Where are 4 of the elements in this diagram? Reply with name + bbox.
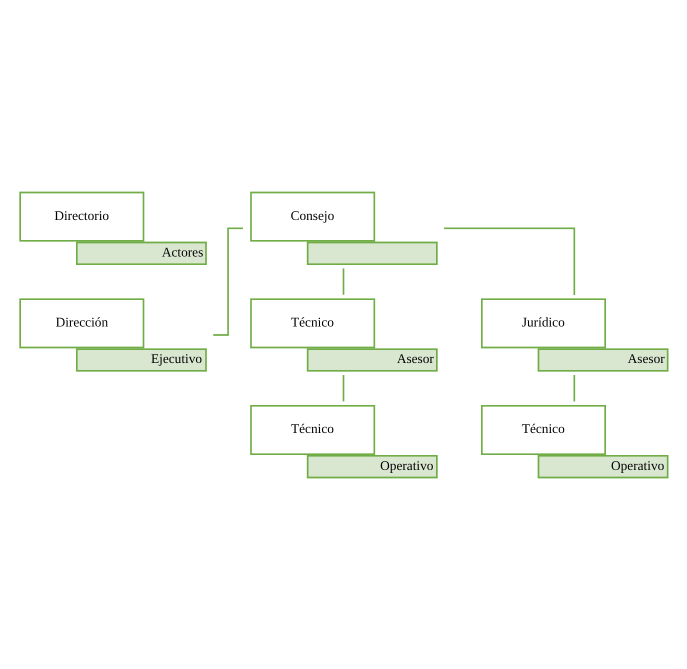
connector (574, 374, 576, 401)
connector (342, 268, 344, 294)
connector (444, 227, 576, 294)
connector (342, 374, 344, 401)
